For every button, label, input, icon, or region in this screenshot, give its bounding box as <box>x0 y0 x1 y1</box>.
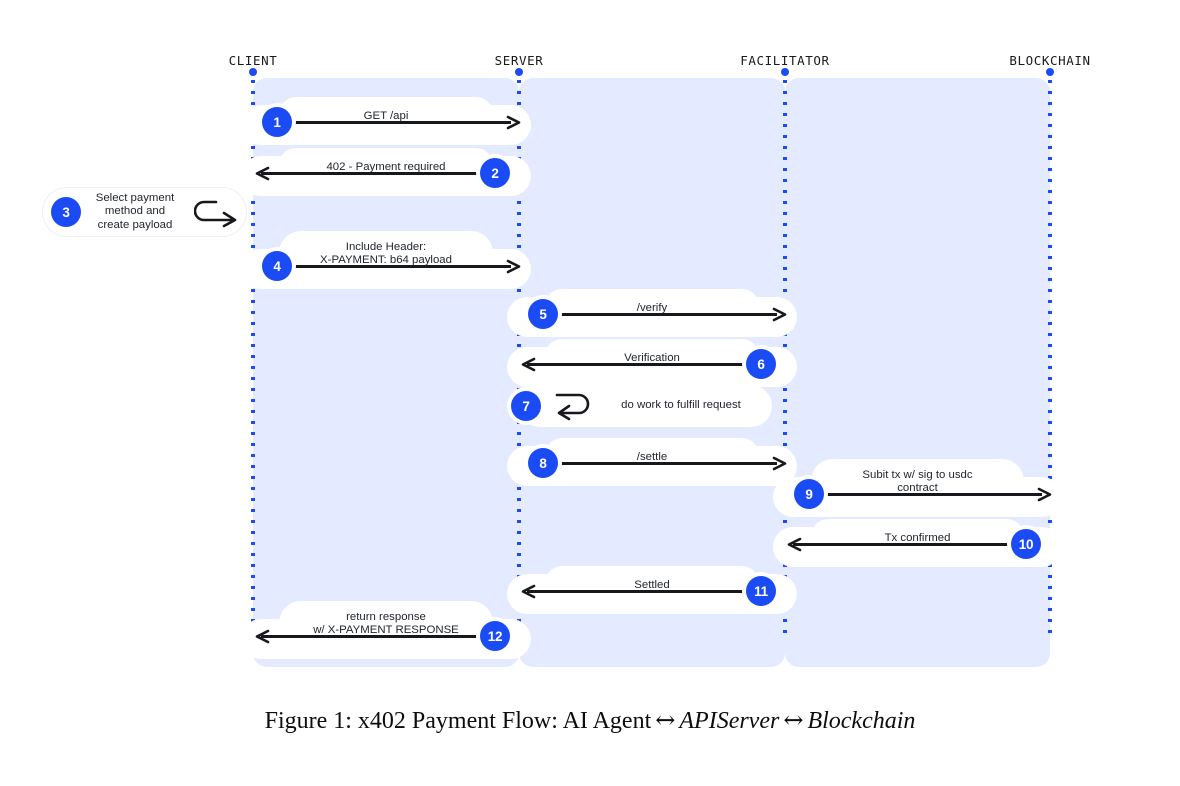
participant-label-server: SERVER <box>494 53 544 68</box>
message-label-6: Verification <box>624 352 680 364</box>
message-arrow-line-2 <box>261 172 497 175</box>
sequence-diagram: CLIENT SERVER FACILITATOR BLOCKCHAIN GET /ap… <box>42 53 1091 667</box>
message-arrowhead-2 <box>255 166 270 181</box>
message-label-12: return response w/ X-PAYMENT RESPONSE <box>313 610 459 637</box>
message-label-bg-6 <box>545 339 759 373</box>
step-badge-5[interactable]: 5 <box>528 299 558 329</box>
participant-label-facilitator: FACILITATOR <box>740 53 830 68</box>
step-badge-9[interactable]: 9 <box>794 479 824 509</box>
caption-arrow-1: ↔ <box>655 706 676 734</box>
self-loop-icon-3 <box>194 195 242 229</box>
message-label-bg-10 <box>811 519 1024 553</box>
message-arrowhead-12 <box>255 629 270 644</box>
step-badge-12[interactable]: 12 <box>480 621 510 651</box>
message-arrowhead-10 <box>787 537 802 552</box>
message-arrowhead-11 <box>521 584 536 599</box>
message-label-9: Subit tx w/ sig to usdc contract <box>862 468 973 495</box>
caption-math-apiserver: APIServer <box>679 708 780 734</box>
message-arrow-line-1 <box>275 121 511 124</box>
message-label-5: /verify <box>636 302 668 314</box>
message-arrow-line-12 <box>261 635 497 638</box>
message-label-bg-8 <box>545 438 759 472</box>
message-label-bg-5 <box>545 289 759 323</box>
step-badge-3[interactable]: 3 <box>51 197 81 227</box>
message-arrow-line-10 <box>793 543 1028 546</box>
message-label-10: Tx confirmed <box>884 532 951 544</box>
step-badge-2[interactable]: 2 <box>480 158 510 188</box>
message-label-bg-9 <box>811 459 1024 503</box>
message-label-bg-4 <box>279 231 493 275</box>
message-arrow-line-5 <box>541 313 777 316</box>
step-badge-1[interactable]: 1 <box>262 107 292 137</box>
step-badge-8[interactable]: 8 <box>528 448 558 478</box>
message-arrow-line-9 <box>807 493 1042 496</box>
message-arrowhead-9 <box>1037 487 1052 502</box>
participant-label-blockchain: BLOCKCHAIN <box>1009 53 1091 68</box>
lifeline-dot-server <box>515 68 523 76</box>
message-arrow-line-8 <box>541 462 777 465</box>
message-label-bg-1 <box>279 97 493 131</box>
step-badge-11[interactable]: 11 <box>746 576 776 606</box>
message-label-bg-12 <box>279 601 493 645</box>
message-label-2: 402 - Payment required <box>326 161 446 173</box>
message-arrowhead-1 <box>506 115 521 130</box>
self-message-label-3: Select payment method and create payload <box>95 191 175 231</box>
message-label-11: Settled <box>634 579 670 591</box>
self-loop-icon-7 <box>551 388 595 422</box>
message-label-bg-2 <box>279 148 493 182</box>
lifeline-dot-blockchain <box>1046 68 1054 76</box>
step-badge-4[interactable]: 4 <box>262 251 292 281</box>
step-badge-6[interactable]: 6 <box>746 349 776 379</box>
message-arrow-line-11 <box>527 590 763 593</box>
message-arrowhead-5 <box>772 307 787 322</box>
lifeline-client <box>251 80 255 640</box>
self-message-pill-7 <box>519 385 772 427</box>
lifeline-dot-facilitator <box>781 68 789 76</box>
message-label-bg-11 <box>545 566 759 600</box>
self-message-label-7: do work to fulfill request <box>621 399 741 411</box>
lifeline-dot-client <box>249 68 257 76</box>
step-badge-7[interactable]: 7 <box>511 391 541 421</box>
caption-prefix: Figure 1: x402 Payment Flow: AI Agent <box>264 708 652 734</box>
lifeline-blockchain <box>1048 80 1052 640</box>
lane-facilitator-blockchain <box>785 78 1050 667</box>
message-arrow-line-6 <box>527 363 763 366</box>
participant-label-client: CLIENT <box>228 53 278 68</box>
step-badge-10[interactable]: 10 <box>1011 529 1041 559</box>
message-arrowhead-6 <box>521 357 536 372</box>
message-arrow-line-4 <box>275 265 511 268</box>
message-label-8: /settle <box>636 451 668 463</box>
caption-arrow-2: ↔ <box>783 706 804 734</box>
caption-math-blockchain: Blockchain <box>807 708 916 734</box>
message-arrowhead-4 <box>506 259 521 274</box>
message-arrowhead-8 <box>772 456 787 471</box>
figure-caption: Figure 1: x402 Payment Flow: AI Agent↔AP… <box>0 706 1180 735</box>
message-label-4: Include Header: X-PAYMENT: b64 payload <box>320 240 452 267</box>
message-label-1: GET /api <box>363 110 409 122</box>
